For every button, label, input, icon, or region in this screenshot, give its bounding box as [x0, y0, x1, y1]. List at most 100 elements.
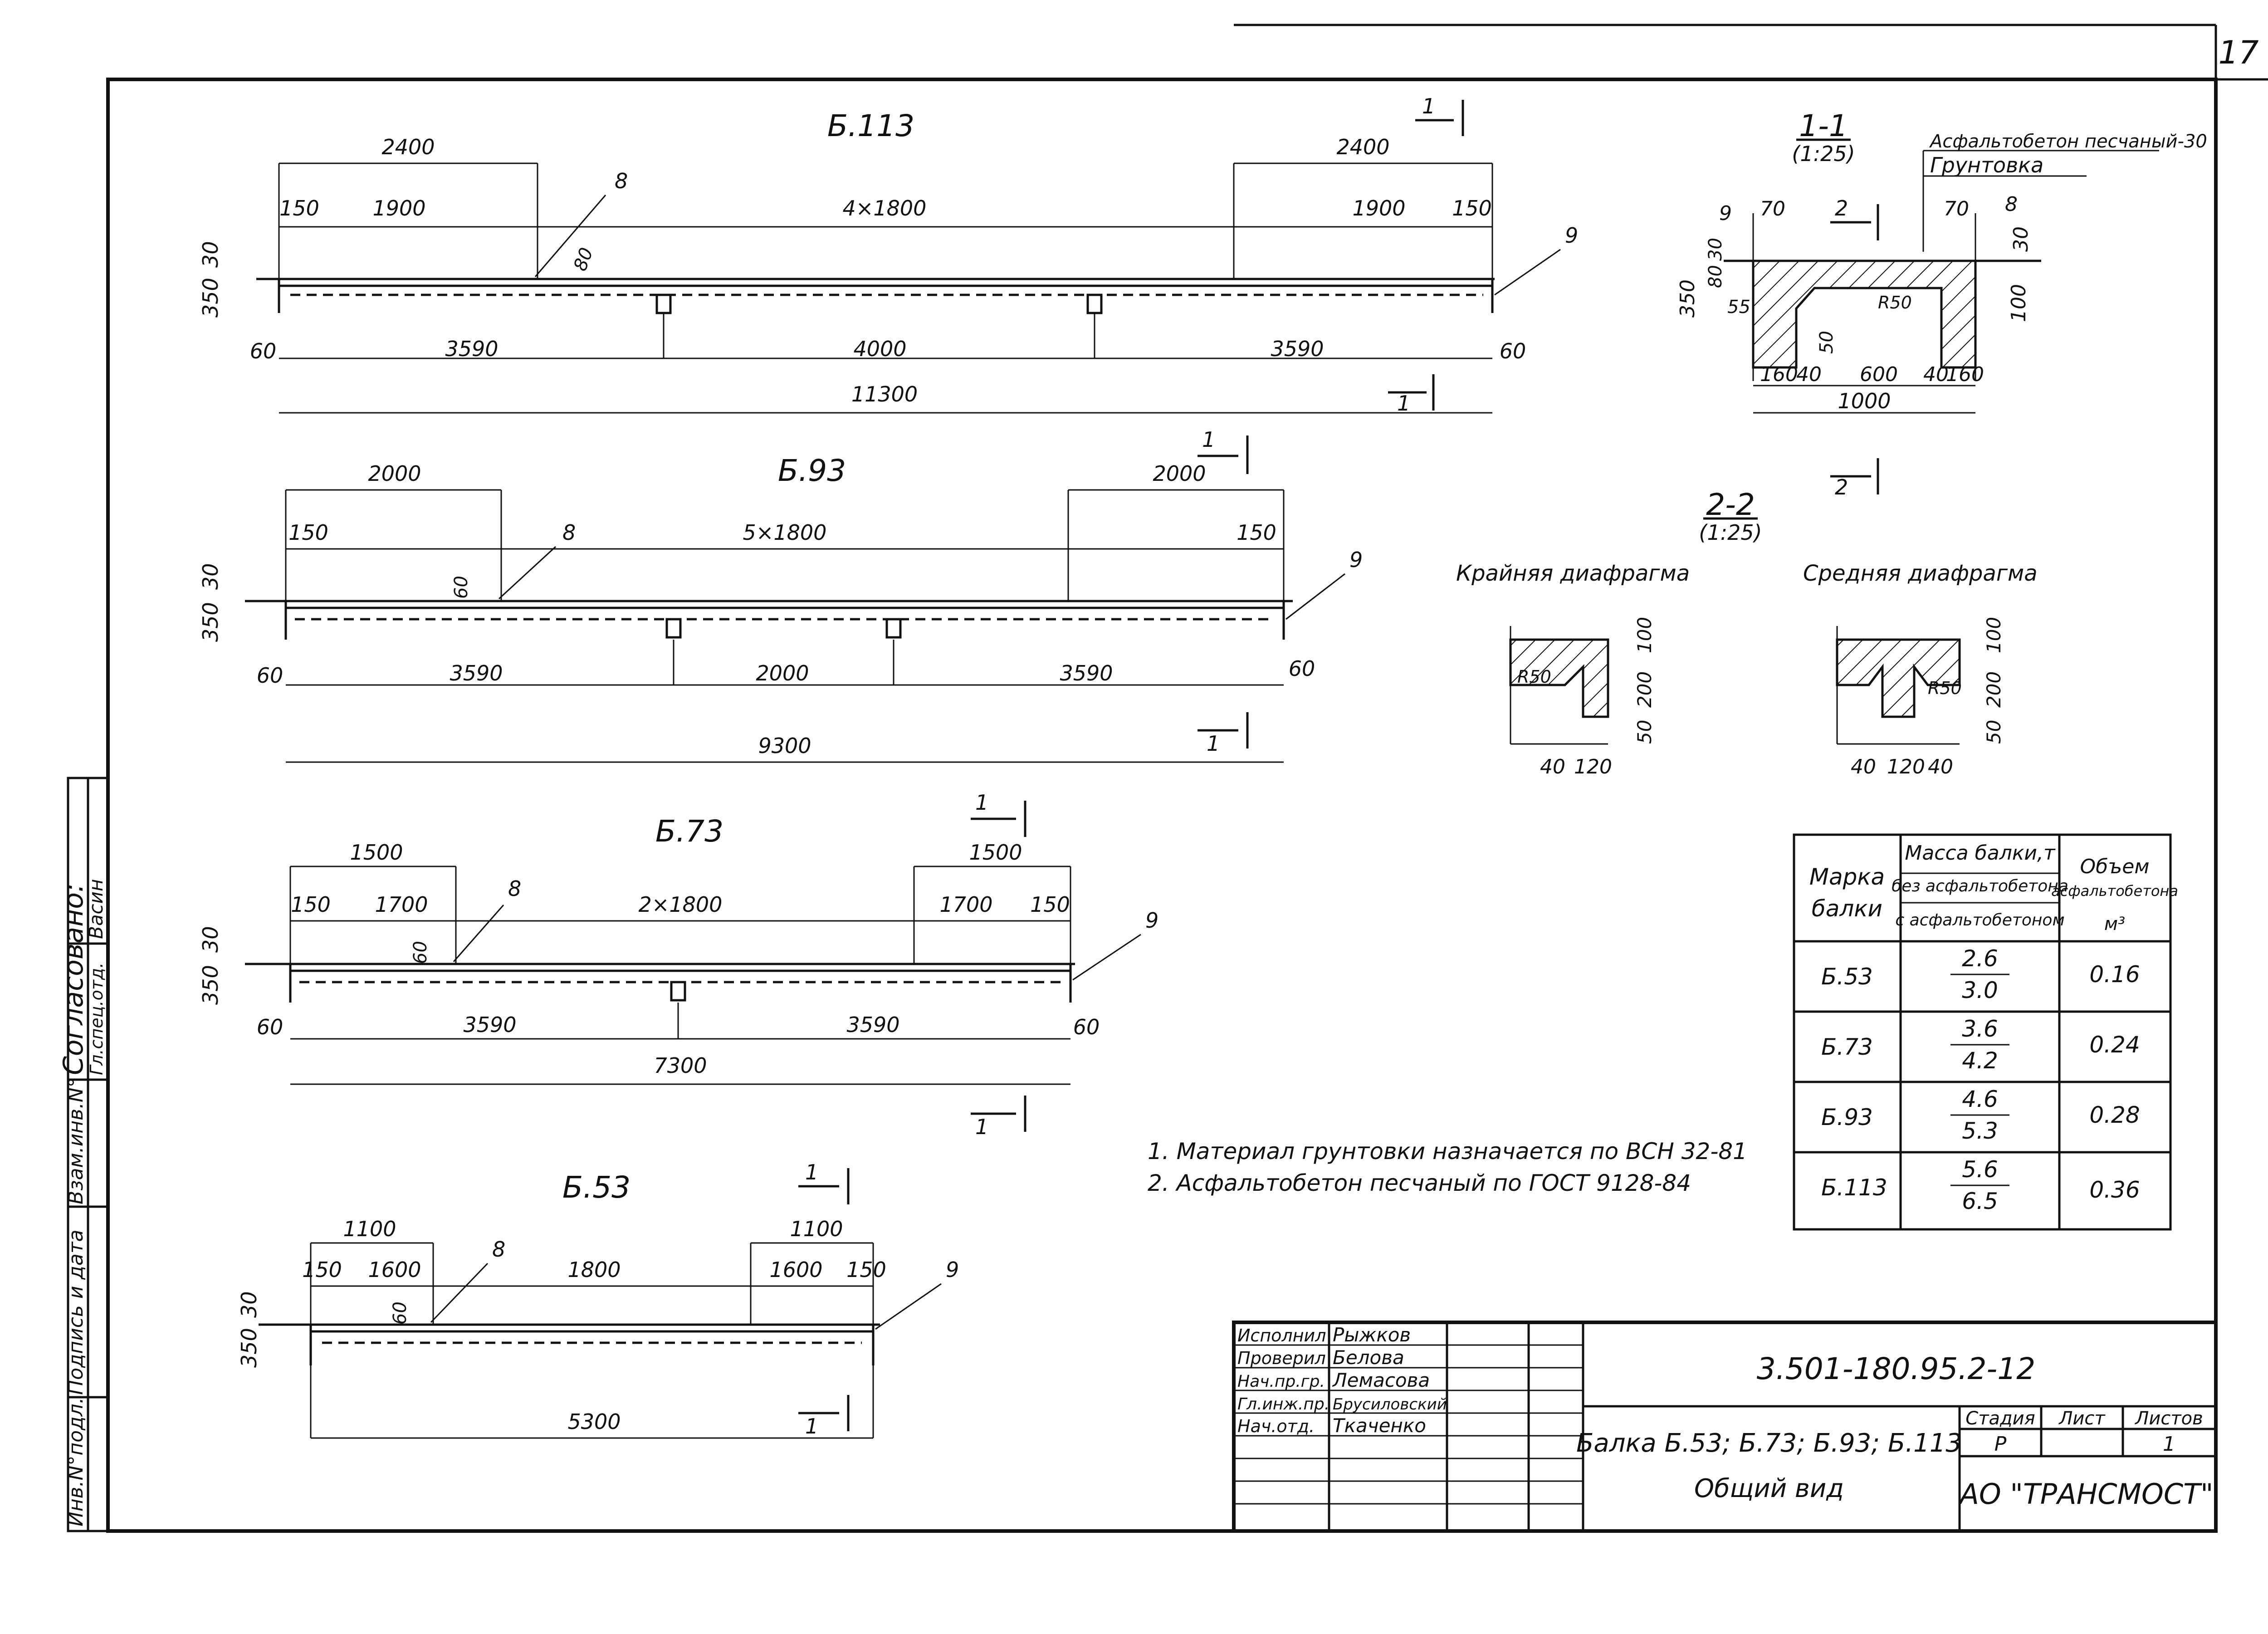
dim-text: 150 — [846, 1257, 886, 1282]
dim-text: 8 — [2005, 193, 2018, 216]
section-mark: 1 — [805, 1414, 818, 1438]
dim-text: 1600 — [368, 1257, 421, 1282]
end-diaphragm-shape — [1509, 638, 1609, 718]
dim-total: 5300 — [567, 1409, 621, 1434]
section2-mark: 2 — [1835, 196, 1848, 220]
dim-text: 50 — [1983, 720, 2005, 744]
beam-b53: Б.53 1100 1100 150 1600 1800 1600 150 53… — [237, 1160, 959, 1439]
mid-diaphragm-shape — [1836, 638, 1961, 718]
dim-text: 70 — [1944, 197, 1969, 220]
dim-text: 600 — [1860, 363, 1898, 386]
stamp-role: Нач.отд. — [1237, 1416, 1315, 1436]
sheet-number: 17 — [2218, 34, 2258, 71]
dim-pin: 60 — [410, 941, 431, 964]
dim-text: 9 — [1719, 202, 1732, 225]
dim-text: 1100 — [343, 1217, 396, 1241]
doc-code: 3.501-180.95.2-12 — [1757, 1351, 2035, 1386]
stamp-name: Брусиловский — [1333, 1395, 1447, 1414]
section-title: 1-1 — [1799, 108, 1848, 143]
th-mark-2: балки — [1812, 895, 1882, 922]
dim-text: 1500 — [350, 840, 403, 865]
dim-text: 100 — [1983, 617, 2005, 653]
dim-text: 2000 — [1153, 461, 1206, 486]
vzam-label: Взам.инв.N° — [64, 1077, 88, 1204]
dim-thickness: 30 — [198, 241, 223, 268]
dim-text: 60 — [250, 339, 277, 363]
dim-text: 5×1800 — [743, 520, 827, 545]
drawing-title-1: Балка Б.53; Б.73; Б.93; Б.113 — [1576, 1429, 1962, 1458]
dim-thickness: 30 — [198, 926, 223, 953]
row-vol: 0.16 — [2089, 961, 2140, 988]
dim-total: 11300 — [851, 382, 918, 406]
row-mass-1: 3.6 — [1962, 1016, 1998, 1042]
dim-text: 40 — [1923, 363, 1949, 386]
dim-total: 9300 — [758, 734, 811, 758]
th-mass-with: с асфальтобетоном — [1895, 911, 2064, 930]
label-asphalt: Асфальтобетон песчаный-30 — [1929, 131, 2207, 152]
company-name: АО "ТРАНСМОСТ" — [1958, 1477, 2214, 1511]
dim-text: 4×1800 — [843, 196, 927, 220]
mark-9: 9 — [1565, 223, 1578, 248]
th-mass-no: без асфальтобетона — [1892, 877, 2068, 895]
row-mass-2: 4.2 — [1962, 1047, 1998, 1074]
dim-text: 40 — [1851, 755, 1876, 778]
section-2-2: 2-2 (1:25) Крайняя диафрагма Средняя диа… — [1456, 487, 2038, 778]
dim-text: 1900 — [372, 196, 425, 220]
dim-thickness: 30 — [198, 563, 223, 590]
sheets-value: 1 — [2163, 1433, 2175, 1456]
mark-8: 8 — [508, 876, 521, 901]
dim-text: 1500 — [969, 840, 1022, 865]
stamp-name: Белова — [1333, 1346, 1404, 1369]
mark-8: 8 — [615, 169, 628, 193]
section-mark: 1 — [975, 790, 988, 815]
beam-b93: Б.93 2000 2000 150 5×1800 150 60 3590 20… — [198, 427, 1363, 763]
mark-9: 9 — [946, 1257, 959, 1282]
dim-text: 2×1800 — [639, 892, 723, 917]
agreed-label: Согласовано: — [58, 883, 89, 1075]
dim-pin: 80 — [570, 245, 597, 274]
dim-text: 160 — [1760, 363, 1798, 386]
row-mass-1: 4.6 — [1962, 1086, 1998, 1112]
row-mass-2: 5.3 — [1962, 1118, 1998, 1144]
mark-9: 9 — [1349, 548, 1363, 572]
dim-total: 7300 — [654, 1053, 707, 1078]
dim-text: 150 — [279, 196, 319, 220]
beam-b93-title: Б.93 — [778, 453, 846, 488]
dim-text: 40 — [1540, 755, 1565, 778]
stage-value: Р — [1994, 1433, 2007, 1456]
row-mark: Б.73 — [1821, 1034, 1873, 1060]
dim-text: 3590 — [1060, 661, 1113, 685]
dim-text: 1600 — [769, 1257, 822, 1282]
th-mass: Масса балки,т — [1905, 841, 2056, 865]
stamp-name: Рыжков — [1333, 1324, 1411, 1346]
dim-text: 60 — [257, 1015, 284, 1039]
beam-b113: Б.113 2400 2400 150 1900 4×1800 1900 150… — [198, 94, 1578, 416]
section-mark: 1 — [975, 1115, 988, 1139]
dim-text: 150 — [288, 520, 328, 545]
th-vol-3: м³ — [2104, 914, 2125, 934]
dim-text: 1700 — [375, 892, 428, 917]
dim-text: R50 — [1517, 667, 1551, 687]
row-mark: Б.93 — [1821, 1104, 1873, 1130]
dim-text: 350 — [1676, 279, 1699, 318]
stamp-name: Ткаченко — [1333, 1414, 1426, 1437]
dim-text: 80 — [1705, 265, 1726, 288]
dim-text: 3590 — [445, 337, 498, 361]
th-vol-1: Объем — [2080, 855, 2149, 878]
dim-text: 55 — [1727, 297, 1750, 318]
mark-9: 9 — [1145, 908, 1158, 933]
dim-text: 60 — [1073, 1015, 1100, 1039]
dim-text: 2400 — [1336, 135, 1389, 159]
mark-8: 8 — [492, 1237, 505, 1262]
dim-thickness: 30 — [237, 1291, 261, 1318]
dim-text: 60 — [1289, 656, 1315, 681]
note-1: 1. Материал грунтовки назначается по ВСН… — [1148, 1138, 1747, 1164]
stamp-role: Проверил — [1237, 1348, 1326, 1368]
dim-text: 100 — [2007, 284, 2030, 322]
dim-text: 60 — [257, 663, 284, 688]
dim-text: 1100 — [790, 1217, 843, 1241]
row-vol: 0.28 — [2089, 1102, 2140, 1128]
row-mass-1: 2.6 — [1962, 945, 1998, 972]
section-mark: 1 — [1207, 731, 1220, 756]
end-diaphragm-label: Крайняя диафрагма — [1456, 561, 1690, 586]
